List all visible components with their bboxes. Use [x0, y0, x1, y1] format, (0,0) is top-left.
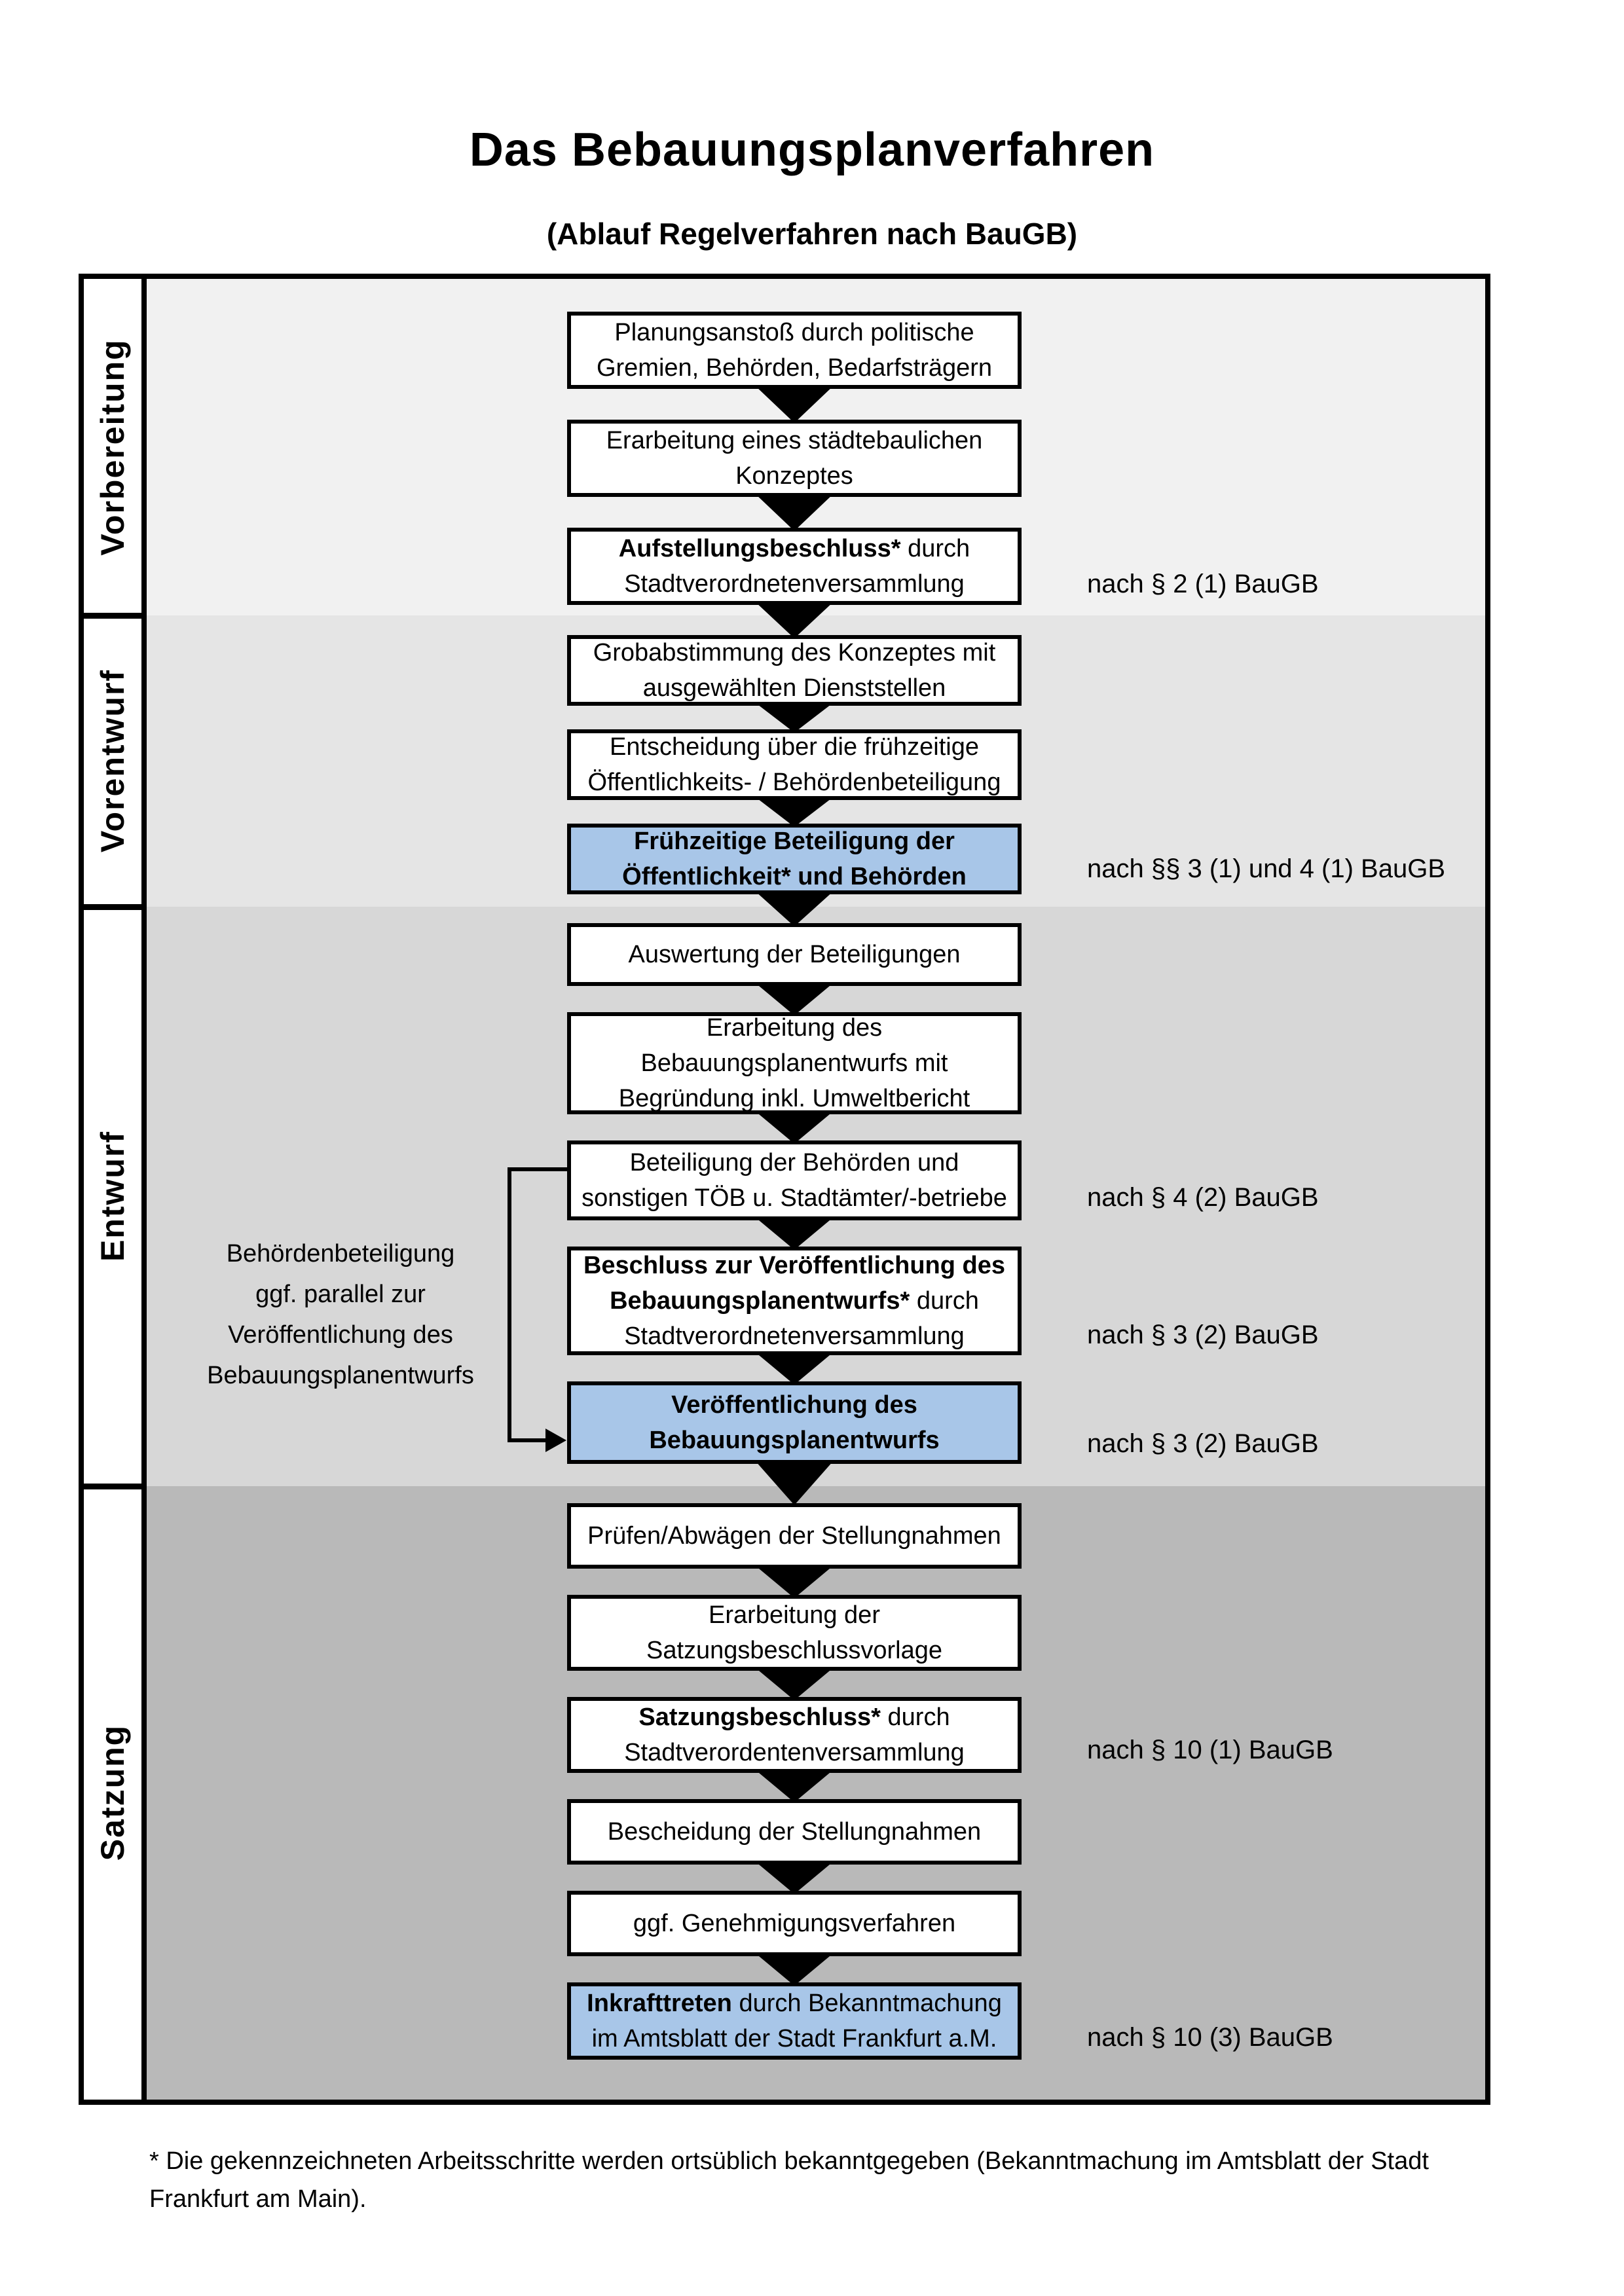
flow-step-erarbeitung-bebauungsplanentwurf: Erarbeitung des Bebauungsplanentwurfs mi…: [567, 1012, 1022, 1114]
flow-step-erarbeitung-satzungsbeschlussvorlage: Erarbeitung der Satzungsbeschlussvorlage: [567, 1595, 1022, 1671]
step-text-line: Erarbeitung eines städtebaulichen: [606, 427, 983, 454]
flow-step-pruefen-abwaegen: Prüfen/Abwägen der Stellungnahmen: [567, 1503, 1022, 1569]
flow-arrow-down-icon: [755, 1953, 834, 1986]
footnote: * Die gekennzeichneten Arbeitsschritte w…: [149, 2147, 1429, 2213]
legal-ref-aufstellungsbeschluss: nach § 2 (1) BauGB: [1087, 570, 1319, 598]
flow-step-auswertung-beteiligungen: Auswertung der Beteiligungen: [567, 923, 1022, 986]
flow-step-veroeffentlichung-entwurf: Veröffentlichung des Bebauungsplanentwur…: [567, 1381, 1022, 1464]
phase-label-vorbereitung: Vorbereitung: [94, 338, 131, 556]
step-text-line: Planungsanstoß durch politische: [614, 319, 974, 346]
flow-step-entscheidung-fruehzeitige-beteiligung: Entscheidung über die frühzeitige Öffent…: [567, 729, 1022, 800]
step-text-line: ggf. Genehmigungsverfahren: [633, 1910, 956, 1937]
step-text-line: Stadtverordentenversammlung: [624, 1739, 965, 1766]
step-text-line: Beteiligung der Behörden und: [629, 1149, 959, 1176]
connector-elbow-top: [507, 1167, 567, 1171]
connector-elbow-vertical: [507, 1167, 511, 1442]
step-text-line: Beschluss zur Veröffentlichung des: [583, 1252, 1006, 1279]
step-text-line: im Amtsblatt der Stadt Frankfurt a.M.: [591, 2025, 997, 2052]
legal-ref-satzungsbeschluss: nach § 10 (1) BauGB: [1087, 1736, 1333, 1764]
flow-step-genehmigungsverfahren: ggf. Genehmigungsverfahren: [567, 1891, 1022, 1956]
flow-arrow-down-icon: [755, 702, 834, 733]
step-text-line: Begründung inkl. Umweltbericht: [618, 1085, 970, 1112]
flow-step-grobabstimmung: Grobabstimmung des Konzeptes mit ausgewä…: [567, 635, 1022, 706]
flow-arrow-down-icon: [755, 1565, 834, 1598]
step-text-line: Konzeptes: [735, 462, 853, 490]
legal-ref-beschluss-veroeffentlichung: nach § 3 (2) BauGB: [1087, 1321, 1319, 1349]
step-text-line: ausgewählten Dienststellen: [642, 674, 946, 702]
connector-elbow-bottom: [507, 1438, 548, 1442]
flow-arrow-down-icon: [755, 386, 834, 423]
step-text-line: Bescheidung der Stellungnahmen: [607, 1818, 982, 1846]
side-note-line: ggf. parallel zur: [255, 1281, 426, 1308]
phase-label-entwurf: Entwurf: [94, 1130, 131, 1262]
step-text-line: Grobabstimmung des Konzeptes mit: [593, 639, 996, 666]
step-text-line: Satzungsbeschlussvorlage: [646, 1637, 943, 1664]
flow-arrow-down-icon: [755, 797, 834, 827]
flow-step-planungsanstoss: Planungsanstoß durch politische Gremien,…: [567, 312, 1022, 389]
phase-label-column: [79, 274, 147, 2105]
step-text-line: Bebauungsplanentwurfs: [649, 1427, 940, 1454]
step-text-line: Stadtverordnetenversammlung: [624, 570, 965, 598]
step-text-line: Bebauungsplanentwurfs mit: [640, 1049, 948, 1077]
flow-arrow-down-icon: [755, 1861, 834, 1894]
flow-step-beteiligung-behoerden: Beteiligung der Behörden und sonstigen T…: [567, 1140, 1022, 1220]
step-text-line: Öffentlichkeit* und Behörden: [622, 863, 967, 890]
flow-arrow-down-icon: [755, 891, 834, 926]
step-text-line: Satzungsbeschluss* durch: [638, 1704, 950, 1731]
step-text-line: Prüfen/Abwägen der Stellungnahmen: [587, 1522, 1001, 1550]
step-text-line: Stadtverordnetenversammlung: [624, 1322, 965, 1350]
flow-arrow-down-icon: [755, 1461, 834, 1505]
flow-arrow-down-icon: [755, 1770, 834, 1802]
flow-arrow-down-icon: [755, 1667, 834, 1700]
step-text-line: Erarbeitung der: [709, 1601, 880, 1629]
step-text-line: Gremien, Behörden, Bedarfsträgern: [596, 354, 993, 382]
phase-divider: [79, 1484, 147, 1489]
step-text-line: Entscheidung über die frühzeitige: [609, 733, 980, 761]
connector-arrow-right-icon: [545, 1429, 566, 1452]
step-text-line: Aufstellungsbeschluss* durch: [618, 535, 970, 562]
flow-step-staedtebauliches-konzept: Erarbeitung eines städtebaulichen Konzep…: [567, 420, 1022, 497]
flow-arrow-down-icon: [755, 1217, 834, 1250]
side-note-line: Bebauungsplanentwurfs: [207, 1362, 474, 1389]
phase-divider: [79, 904, 147, 910]
step-text-line: sonstigen TÖB u. Stadtämter/-betriebe: [581, 1184, 1007, 1212]
flow-arrow-down-icon: [755, 602, 834, 638]
flow-step-fruehzeitige-beteiligung: Frühzeitige Beteiligung der Öffentlichke…: [567, 824, 1022, 894]
side-note-line: Veröffentlichung des: [228, 1321, 453, 1349]
flow-step-bescheidung-stellungnahmen: Bescheidung der Stellungnahmen: [567, 1799, 1022, 1865]
step-text-line: Öffentlichkeits- / Behördenbeteiligung: [587, 769, 1001, 796]
step-text-line: Veröffentlichung des: [671, 1391, 917, 1419]
step-text-line: Inkrafttreten durch Bekanntmachung: [587, 1990, 1002, 2017]
step-text-line: Erarbeitung des: [706, 1014, 883, 1042]
flow-step-inkrafttreten: Inkrafttreten durch Bekanntmachung im Am…: [567, 1982, 1022, 2060]
step-text-line: Auswertung der Beteiligungen: [628, 941, 961, 968]
step-text-line: Frühzeitige Beteiligung der: [634, 828, 955, 855]
flow-step-beschluss-veroeffentlichung: Beschluss zur Veröffentlichung des Bebau…: [567, 1247, 1022, 1355]
side-note-behoerdenbeteiligung: Behördenbeteiligung ggf. parallel zur Ve…: [174, 1233, 507, 1396]
legal-ref-inkrafttreten: nach § 10 (3) BauGB: [1087, 2023, 1333, 2052]
flow-arrow-down-icon: [755, 494, 834, 531]
flow-arrow-down-icon: [755, 1352, 834, 1385]
phase-label-satzung: Satzung: [94, 1724, 131, 1861]
legal-ref-fruehzeitige-beteiligung: nach §§ 3 (1) und 4 (1) BauGB: [1087, 854, 1445, 883]
side-note-line: Behördenbeteiligung: [226, 1240, 455, 1267]
flow-arrow-down-icon: [755, 1111, 834, 1144]
flow-step-satzungsbeschluss: Satzungsbeschluss* durch Stadtverordente…: [567, 1697, 1022, 1773]
step-text-line: Bebauungsplanentwurfs* durch: [610, 1287, 979, 1315]
phase-label-vorentwurf: Vorentwurf: [94, 668, 131, 853]
page-subtitle: (Ablauf Regelverfahren nach BauGB): [546, 217, 1078, 251]
page-title: Das Bebauungsplanverfahren: [469, 124, 1155, 176]
legal-ref-veroeffentlichung: nach § 3 (2) BauGB: [1087, 1429, 1319, 1458]
phase-divider: [79, 613, 147, 619]
legal-ref-beteiligung-behoerden: nach § 4 (2) BauGB: [1087, 1183, 1319, 1212]
flow-step-aufstellungsbeschluss: Aufstellungsbeschluss* durch Stadtverord…: [567, 528, 1022, 605]
flow-arrow-down-icon: [755, 983, 834, 1015]
